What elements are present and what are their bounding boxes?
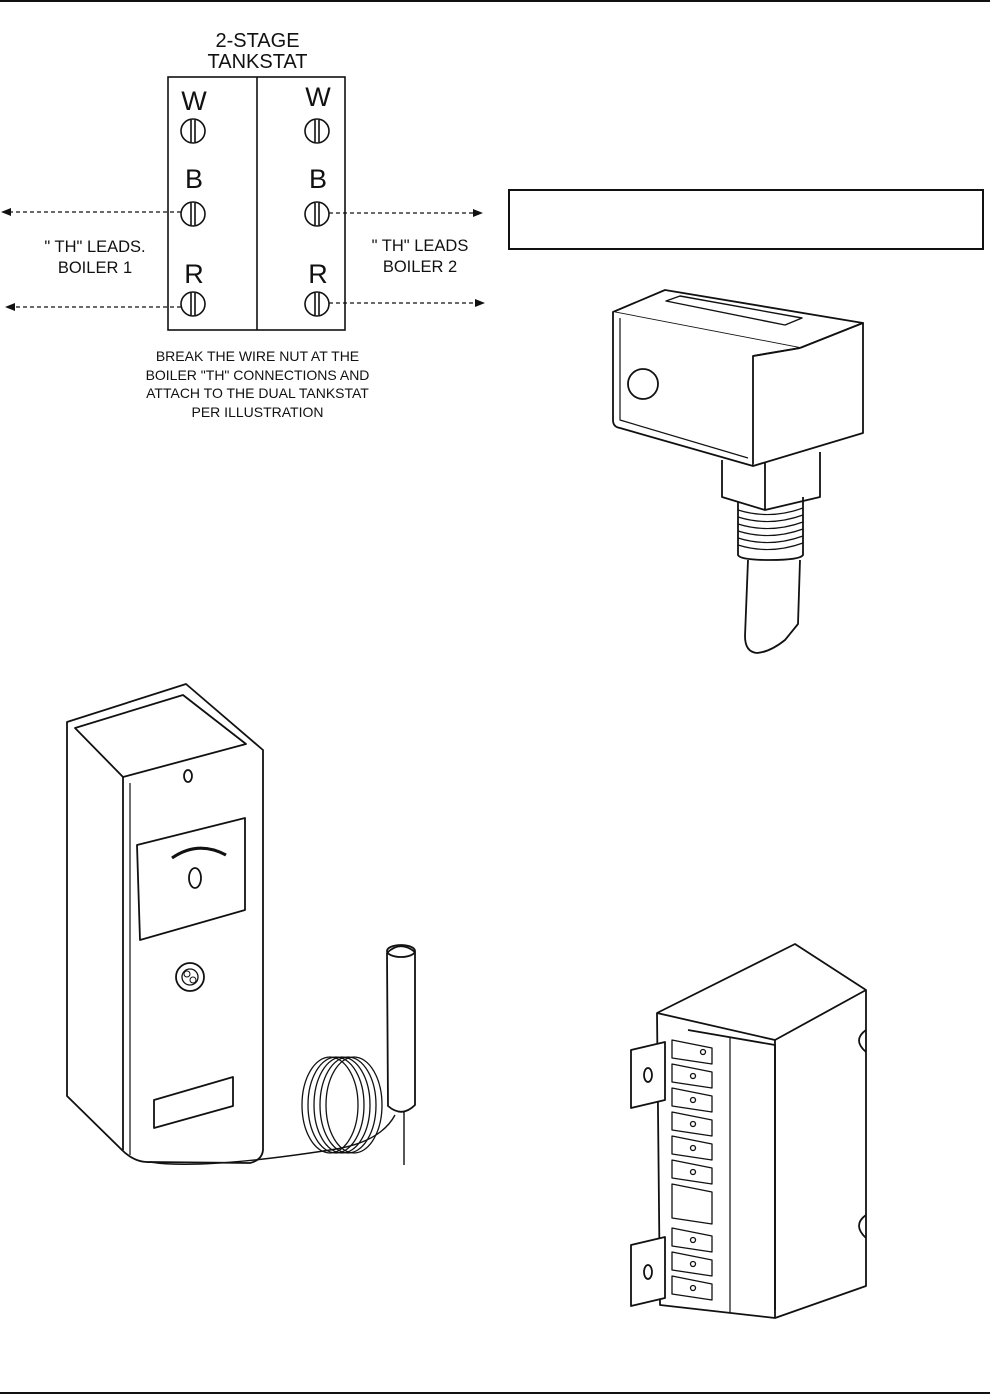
arrow-right-r: [475, 299, 485, 307]
wiring-note-line: BOILER "TH" CONNECTIONS AND: [145, 366, 370, 383]
tankstat-title-line1: 2-STAGE: [215, 30, 300, 52]
top-rule: [0, 0, 990, 2]
leads-boiler1-line1: " TH" LEADS.: [44, 238, 146, 256]
terminal-left-w: W: [181, 86, 207, 116]
screw-left-w: [180, 118, 206, 144]
screw-right-r: [304, 291, 330, 317]
leads-boiler2-caption: " TH" LEADS BOILER 2: [345, 236, 495, 278]
wiring-note-line: ATTACH TO THE DUAL TANKSTAT: [146, 385, 369, 401]
tankstat-title-line2: TANKSTAT: [207, 51, 308, 73]
wiring-note-line: BREAK THE WIRE NUT AT THE: [155, 348, 360, 364]
arrow-left-b: [1, 208, 11, 216]
screw-right-w: [304, 118, 330, 144]
aquastat-well-icon: [612, 289, 864, 654]
leads-boiler1-caption: " TH" LEADS. BOILER 1: [20, 237, 170, 279]
caption-box: [508, 189, 984, 250]
terminal-left-r: R: [184, 259, 204, 289]
bottom-rule: [0, 1392, 990, 1394]
screw-right-b: [304, 201, 330, 227]
terminal-right-r: R: [308, 259, 328, 289]
screw-left-r: [180, 291, 206, 317]
arrow-left-r: [5, 303, 15, 311]
terminal-left-b: B: [184, 164, 203, 194]
tankstat-title: 2-STAGE TANKSTAT: [170, 31, 345, 73]
terminal-right-w: W: [305, 82, 331, 112]
wiring-note-line: PER ILLUSTRATION: [191, 403, 324, 420]
screw-left-b: [180, 201, 206, 227]
leads-boiler2-line2: BOILER 2: [382, 258, 458, 276]
arrow-right-b: [473, 209, 483, 217]
leads-boiler1-line2: BOILER 1: [57, 259, 133, 277]
terminal-right-b: B: [308, 164, 327, 194]
tankstat-wiring-diagram: [1, 76, 485, 331]
wiring-note: BREAK THE WIRE NUT AT THE BOILER "TH" CO…: [120, 347, 395, 421]
leads-boiler2-line1: " TH" LEADS: [371, 237, 469, 255]
